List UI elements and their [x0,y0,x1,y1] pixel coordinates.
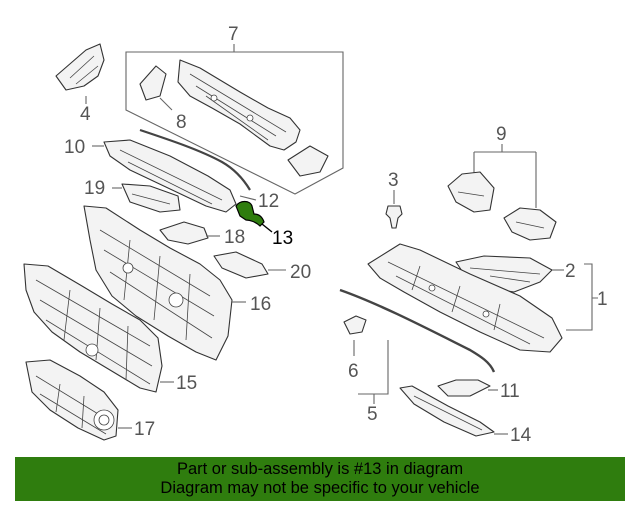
part-14 [399,385,508,437]
callout-14: 14 [510,425,532,446]
callout-5: 5 [367,404,378,425]
banner-line-disclaimer: Diagram may not be specific to your vehi… [160,479,480,497]
callout-15: 15 [176,373,197,394]
part-4 [55,43,105,104]
info-banner: Part or sub-assembly is #13 in diagram D… [15,457,625,501]
callout-12: 12 [258,191,279,212]
callout-16: 16 [250,294,271,315]
callout-6: 6 [348,361,359,382]
callout-1: 1 [597,289,608,310]
callout-18: 18 [224,227,245,248]
callout-4: 4 [80,104,91,125]
callout-17: 17 [134,419,155,440]
part-15 [23,263,174,393]
callout-19: 19 [84,178,105,199]
part-10-12 [92,128,257,213]
part-5-6 [339,288,496,404]
callout-3: 3 [388,170,399,191]
callout-13: 13 [272,228,293,249]
part-13-highlighted [235,200,273,233]
part-19 [112,183,181,213]
callout-8: 8 [176,112,187,133]
part-20 [213,251,286,279]
banner-line-part-info: Part or sub-assembly is #13 in diagram [176,460,464,478]
part-1 [367,243,598,353]
callout-9: 9 [496,124,507,145]
callout-2: 2 [565,261,576,282]
callout-7: 7 [228,24,239,45]
part-9 [447,144,557,241]
callout-10: 10 [64,137,85,158]
part-18 [159,221,220,245]
callout-20: 20 [290,262,311,283]
callout-11: 11 [500,381,520,402]
part-11 [437,379,498,397]
part-7-assembly [125,44,344,195]
part-17 [25,359,132,441]
part-3 [385,190,403,229]
part-16 [83,205,246,361]
